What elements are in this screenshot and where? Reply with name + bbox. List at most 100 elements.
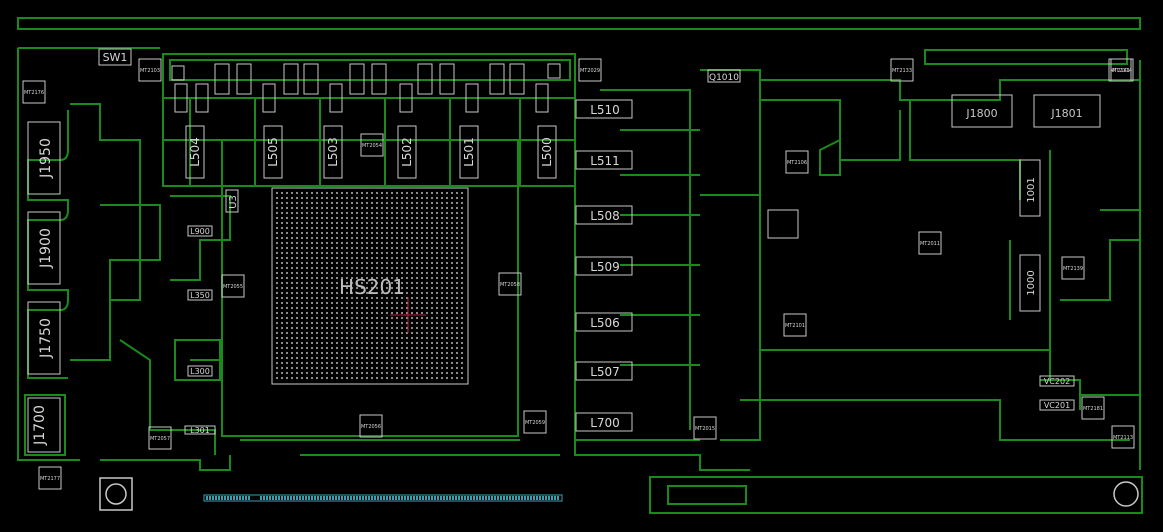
bga-ball	[450, 306, 454, 310]
bga-ball	[365, 361, 369, 365]
bga-ball	[395, 231, 399, 235]
bga-ball	[350, 311, 354, 315]
bga-ball	[390, 281, 394, 285]
bga-ball	[440, 241, 444, 245]
bga-ball	[375, 336, 379, 340]
inductor-label: L301	[190, 426, 210, 435]
bga-ball	[385, 231, 389, 235]
bga-ball	[375, 236, 379, 240]
bga-ball	[330, 346, 334, 350]
bga-ball	[420, 271, 424, 275]
edge-pin	[260, 496, 262, 500]
bga-ball	[345, 366, 349, 370]
bga-ball	[355, 361, 359, 365]
bga-ball	[290, 371, 294, 375]
bga-ball	[415, 191, 419, 195]
bga-ball	[460, 251, 464, 255]
bga-ball	[435, 251, 439, 255]
bga-ball	[330, 351, 334, 355]
bga-ball	[310, 216, 314, 220]
mounting-hole-mt2015: MT2015	[693, 416, 717, 440]
bga-ball	[420, 311, 424, 315]
bga-ball	[325, 241, 329, 245]
bga-ball	[455, 261, 459, 265]
bga-ball	[365, 251, 369, 255]
edge-pin	[548, 496, 550, 500]
bga-ball	[370, 231, 374, 235]
bga-ball	[290, 251, 294, 255]
bga-ball	[445, 341, 449, 345]
bga-ball	[285, 191, 289, 195]
bga-ball	[400, 206, 404, 210]
bga-ball	[435, 261, 439, 265]
edge-pin	[527, 496, 529, 500]
bga-ball	[415, 226, 419, 230]
bga-ball	[410, 221, 414, 225]
bga-ball	[385, 211, 389, 215]
bga-ball	[420, 201, 424, 205]
chip-label: U3	[228, 195, 239, 209]
bga-ball	[385, 331, 389, 335]
bga-ball	[450, 276, 454, 280]
bga-ball	[455, 301, 459, 305]
bga-ball	[285, 356, 289, 360]
bga-ball	[375, 346, 379, 350]
bga-ball	[280, 226, 284, 230]
bga-ball	[450, 191, 454, 195]
bga-ball	[275, 231, 279, 235]
bga-ball	[415, 216, 419, 220]
bga-ball	[305, 221, 309, 225]
bga-ball	[420, 246, 424, 250]
bga-ball	[285, 331, 289, 335]
bga-ball	[360, 276, 364, 280]
bga-ball	[420, 261, 424, 265]
bga-ball	[350, 266, 354, 270]
bga-ball	[410, 191, 414, 195]
bga-ball	[295, 226, 299, 230]
bga-ball	[380, 341, 384, 345]
bga-ball	[305, 306, 309, 310]
bga-ball	[360, 321, 364, 325]
bga-ball	[450, 211, 454, 215]
edge-pin	[374, 496, 376, 500]
bga-ball	[460, 371, 464, 375]
edge-pin	[224, 496, 226, 500]
bga-ball	[445, 261, 449, 265]
bga-ball	[330, 366, 334, 370]
edge-pin	[539, 496, 541, 500]
bga-ball	[435, 286, 439, 290]
bga-ball	[290, 366, 294, 370]
bga-ball	[340, 296, 344, 300]
bga-ball	[410, 371, 414, 375]
bga-ball	[355, 206, 359, 210]
bga-ball	[410, 231, 414, 235]
bga-ball	[400, 211, 404, 215]
bga-ball	[415, 281, 419, 285]
bga-ball	[375, 331, 379, 335]
bga-ball	[440, 306, 444, 310]
bga-ball	[290, 291, 294, 295]
bga-ball	[325, 366, 329, 370]
edge-pin	[218, 496, 220, 500]
bga-ball	[450, 316, 454, 320]
bga-ball	[335, 276, 339, 280]
bga-ball	[315, 366, 319, 370]
bga-ball	[400, 356, 404, 360]
bga-ball	[425, 196, 429, 200]
bga-ball	[400, 326, 404, 330]
bga-ball	[430, 356, 434, 360]
bga-ball	[290, 256, 294, 260]
bga-ball	[425, 301, 429, 305]
edge-pin	[416, 496, 418, 500]
bga-ball	[355, 271, 359, 275]
bga-ball	[440, 256, 444, 260]
bga-ball	[440, 211, 444, 215]
bga-ball	[290, 286, 294, 290]
mounting-hole-mt2029: MT2029	[578, 58, 602, 82]
bga-ball	[320, 201, 324, 205]
inductor-l502: L502	[397, 125, 417, 179]
bga-ball	[385, 306, 389, 310]
bga-ball	[300, 356, 304, 360]
bga-ball	[340, 316, 344, 320]
bga-ball	[430, 321, 434, 325]
